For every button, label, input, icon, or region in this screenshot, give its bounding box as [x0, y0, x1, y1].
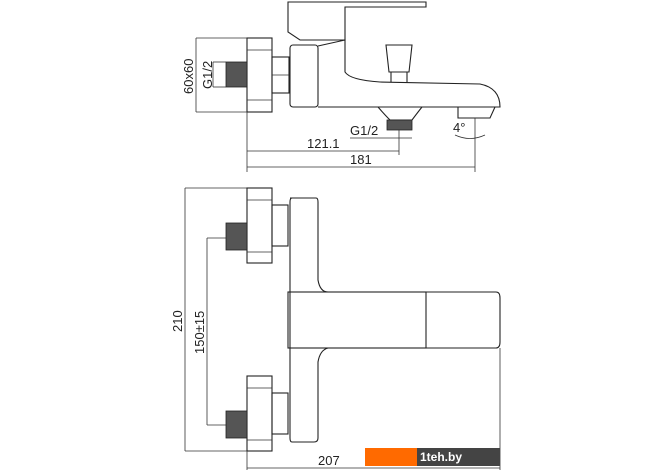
wall-bracket-side	[246, 37, 273, 113]
top-thread	[225, 222, 248, 251]
dim-total-depth: 181	[350, 152, 372, 167]
outlet-thread	[386, 119, 413, 131]
label-outlet-thread: G1/2	[350, 123, 378, 138]
front-view: 210 150±15 207	[170, 187, 501, 470]
diverter-knob	[385, 44, 413, 82]
body-side	[289, 44, 319, 108]
label-inlet-thread: G1/2	[200, 61, 215, 89]
label-spout-angle: 4°	[453, 120, 465, 135]
watermark-text: 1teh.by	[417, 448, 500, 466]
dim-inlet-spacing: 150±15	[192, 311, 207, 354]
spout-front	[287, 291, 427, 349]
watermark-orange	[365, 448, 417, 466]
dim-60x60: 60x60	[181, 59, 196, 94]
lever-handle	[287, 1, 427, 41]
side-view: 60x60 G1/2 G1/2 121.1 181 4°	[181, 1, 501, 172]
body-front	[288, 197, 329, 443]
spout-end	[426, 291, 501, 349]
inlet-thread	[225, 61, 248, 88]
dim-total-width: 207	[318, 453, 340, 468]
spout-side	[317, 39, 501, 108]
bottom-thread	[225, 410, 248, 439]
dim-total-height: 210	[170, 310, 185, 332]
aerator	[457, 106, 496, 119]
bottom-outlet	[377, 106, 423, 121]
watermark: 1teh.by	[365, 448, 500, 466]
dim-outlet-distance: 121.1	[307, 136, 340, 151]
